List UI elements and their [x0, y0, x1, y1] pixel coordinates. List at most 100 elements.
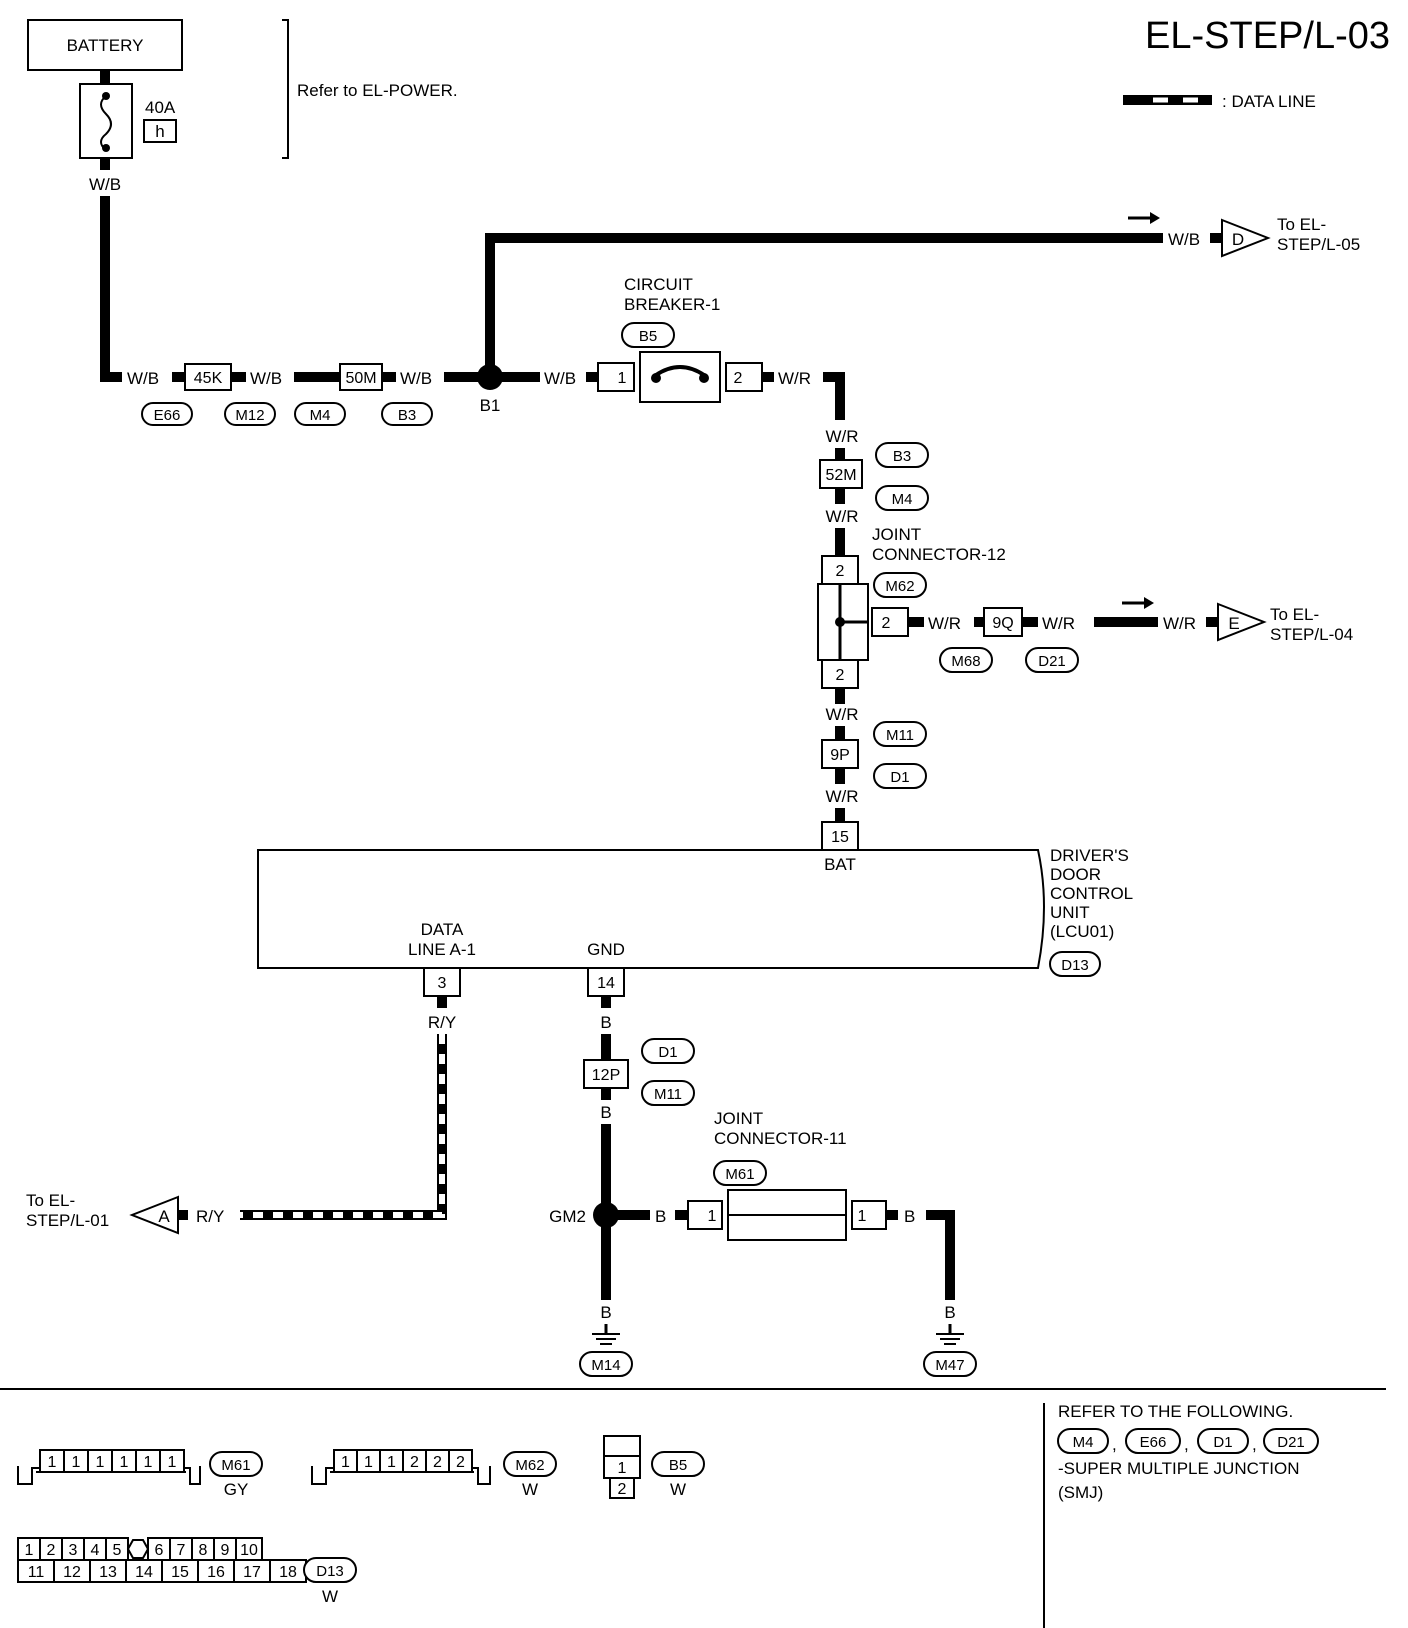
d13-key-icon — [126, 1539, 150, 1559]
m62-pin-3-label: 2 — [410, 1454, 419, 1471]
to-a-line2: STEP/L-01 — [26, 1211, 109, 1230]
svg-text:2: 2 — [836, 563, 845, 580]
cb-pin2 — [725, 362, 763, 392]
joint12-line2: CONNECTOR-12 — [872, 545, 1006, 564]
arrow-a-icon[interactable] — [129, 1195, 179, 1235]
dcu-tag: D13 — [1061, 957, 1089, 974]
dcu-name: DRIVER'S DOOR CONTROL UNIT (LCU01) — [1050, 846, 1133, 941]
svg-text:,: , — [1184, 1435, 1189, 1454]
svg-text:D1: D1 — [1213, 1434, 1232, 1451]
joint11-pin-left — [687, 1200, 723, 1230]
connector-face-b5: 1 2 B5 W — [603, 1435, 705, 1499]
fuse-id: h — [155, 122, 164, 141]
m62-pin-5-label: 2 — [456, 1454, 465, 1471]
d13-pin-r2-6-label: 17 — [243, 1564, 261, 1581]
joint11-line1: JOINT — [714, 1109, 763, 1128]
joint12-pin-right — [871, 607, 909, 637]
wire-wb-4: W/B — [544, 369, 576, 388]
dcu-gnd-label: GND — [587, 940, 625, 959]
d13-pin-r1-8-label: 8 — [199, 1542, 208, 1559]
d13-pin-r2-4-label: 15 — [171, 1564, 189, 1581]
m61-pin-0-label: 1 — [48, 1454, 57, 1471]
svg-text:E66: E66 — [154, 407, 181, 424]
data-line-legend: : DATA LINE — [1123, 92, 1316, 111]
cb-pin1 — [597, 362, 635, 392]
driver-door-control-unit — [257, 849, 1045, 969]
d13-pin-r1-4-label: 5 — [113, 1542, 122, 1559]
tag-d21: D21 — [1038, 653, 1066, 670]
m62-pin-0-label: 1 — [341, 1454, 350, 1471]
connector-50m — [339, 363, 383, 391]
d13-pin-r2-3-label: 14 — [135, 1564, 153, 1581]
svg-text:,: , — [1252, 1435, 1257, 1454]
svg-text:REFER TO THE FOLLOWING.: REFER TO THE FOLLOWING. — [1058, 1402, 1293, 1421]
arrow-e-icon[interactable] — [1217, 602, 1267, 642]
svg-text:52M: 52M — [825, 467, 856, 484]
wire-wr-branch1: W/R — [928, 614, 961, 633]
wire-ry-2: R/Y — [196, 1207, 224, 1226]
m62-pin-4-label: 2 — [433, 1454, 442, 1471]
m61-pin-5-label: 1 — [168, 1454, 177, 1471]
data-line-a — [240, 1034, 447, 1220]
battery-label: BATTERY — [67, 36, 144, 55]
connector-52m — [819, 459, 863, 489]
dcu-data-label2: LINE A-1 — [408, 940, 476, 959]
svg-text:D13: D13 — [316, 1563, 344, 1580]
wire-wb-3: W/B — [400, 369, 432, 388]
m62-pin-5 — [448, 1449, 473, 1473]
svg-text:,: , — [1112, 1435, 1117, 1454]
svg-text:(SMJ): (SMJ) — [1058, 1483, 1103, 1502]
wire-b-6: B — [944, 1303, 955, 1322]
fuse-element-icon — [100, 95, 112, 151]
battery-wire-color: W/B — [89, 175, 121, 194]
svg-text:M61: M61 — [221, 1457, 250, 1474]
joint12-tag: M62 — [885, 578, 914, 595]
svg-text:2: 2 — [882, 615, 891, 632]
wire-wr-9p-top: W/R — [825, 705, 858, 724]
svg-text:(LCU01): (LCU01) — [1050, 922, 1114, 941]
to-d-line2: STEP/L-05 — [1277, 235, 1360, 254]
svg-text:M62: M62 — [515, 1457, 544, 1474]
dcu-bat-label: BAT — [824, 855, 856, 874]
svg-text:M4: M4 — [310, 407, 331, 424]
splice-b1-label: B1 — [480, 396, 501, 415]
refer-note: Refer to EL-POWER. — [297, 81, 458, 100]
arrow-d-icon[interactable] — [1221, 218, 1271, 258]
d13-pin-r2-1-label: 12 — [63, 1564, 81, 1581]
svg-text:9Q: 9Q — [992, 615, 1013, 632]
m61-pin-2-label: 1 — [96, 1454, 105, 1471]
splice-gm2-label: GM2 — [549, 1207, 586, 1226]
wire-b-3: B — [600, 1303, 611, 1322]
svg-text:D: D — [1232, 230, 1244, 249]
svg-text:2: 2 — [836, 667, 845, 684]
wire-wr-branch3: W/R — [1163, 614, 1196, 633]
breaker-icon — [654, 365, 706, 377]
cb-wire-out: W/R — [778, 369, 811, 388]
fuse-rating: 40A — [145, 98, 176, 117]
data-line-legend-label: : DATA LINE — [1222, 92, 1316, 111]
wire-b-1: B — [600, 1013, 611, 1032]
battery-box — [27, 19, 183, 71]
svg-text:M4: M4 — [1073, 1434, 1094, 1451]
wire-ry-1: R/Y — [428, 1013, 456, 1032]
svg-text:DOOR: DOOR — [1050, 865, 1101, 884]
to-d-line1: To EL- — [1277, 215, 1326, 234]
svg-text:-SUPER MULTIPLE JUNCTION: -SUPER MULTIPLE JUNCTION — [1058, 1459, 1300, 1478]
joint12-line1: JOINT — [872, 525, 921, 544]
connector-45k — [184, 363, 232, 391]
ground-m14: M14 — [591, 1357, 620, 1374]
to-e-line1: To EL- — [1270, 605, 1319, 624]
svg-text:DRIVER'S: DRIVER'S — [1050, 846, 1129, 865]
wire-wr-9p-bottom: W/R — [825, 787, 858, 806]
d13-pin-r2-0-label: 11 — [28, 1564, 45, 1581]
m61-pin-4-label: 1 — [144, 1454, 153, 1471]
svg-text:1: 1 — [618, 370, 627, 387]
wire-wr-branch2: W/R — [1042, 614, 1075, 633]
wire-wb-to-d: W/B — [1168, 230, 1200, 249]
tag-b3: B3 — [893, 448, 911, 465]
svg-text:W: W — [322, 1587, 338, 1606]
cb-line2: BREAKER-1 — [624, 295, 720, 314]
d13-pin-r2-2-label: 13 — [99, 1564, 117, 1581]
d13-pin-r1-10-label: 10 — [240, 1542, 258, 1559]
refer-bracket — [282, 19, 289, 159]
